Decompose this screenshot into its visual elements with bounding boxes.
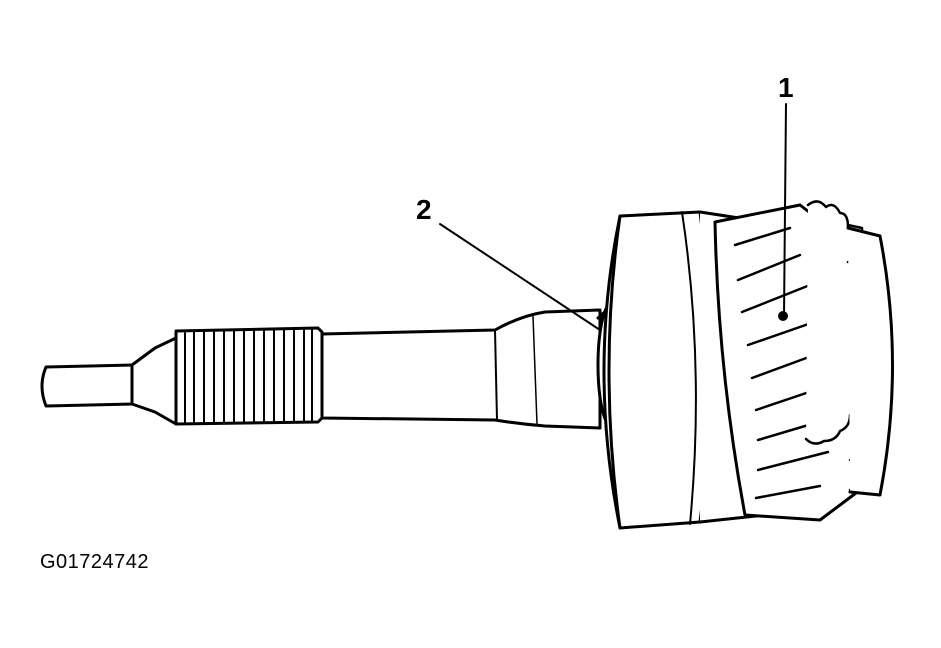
callout-2: 2 [416, 194, 432, 225]
leader-lines [439, 103, 788, 331]
spline-section [174, 326, 324, 426]
figure-id: G01724742 [40, 551, 150, 573]
leader-line-1 [783, 103, 787, 317]
leader-dot-1 [778, 311, 788, 321]
shaft-tip [40, 363, 134, 408]
shaft-body [320, 308, 602, 430]
gear-end-face [846, 226, 894, 497]
shaft-flare [130, 336, 178, 426]
leader-line-2 [439, 223, 601, 331]
callout-1: 1 [778, 72, 794, 103]
